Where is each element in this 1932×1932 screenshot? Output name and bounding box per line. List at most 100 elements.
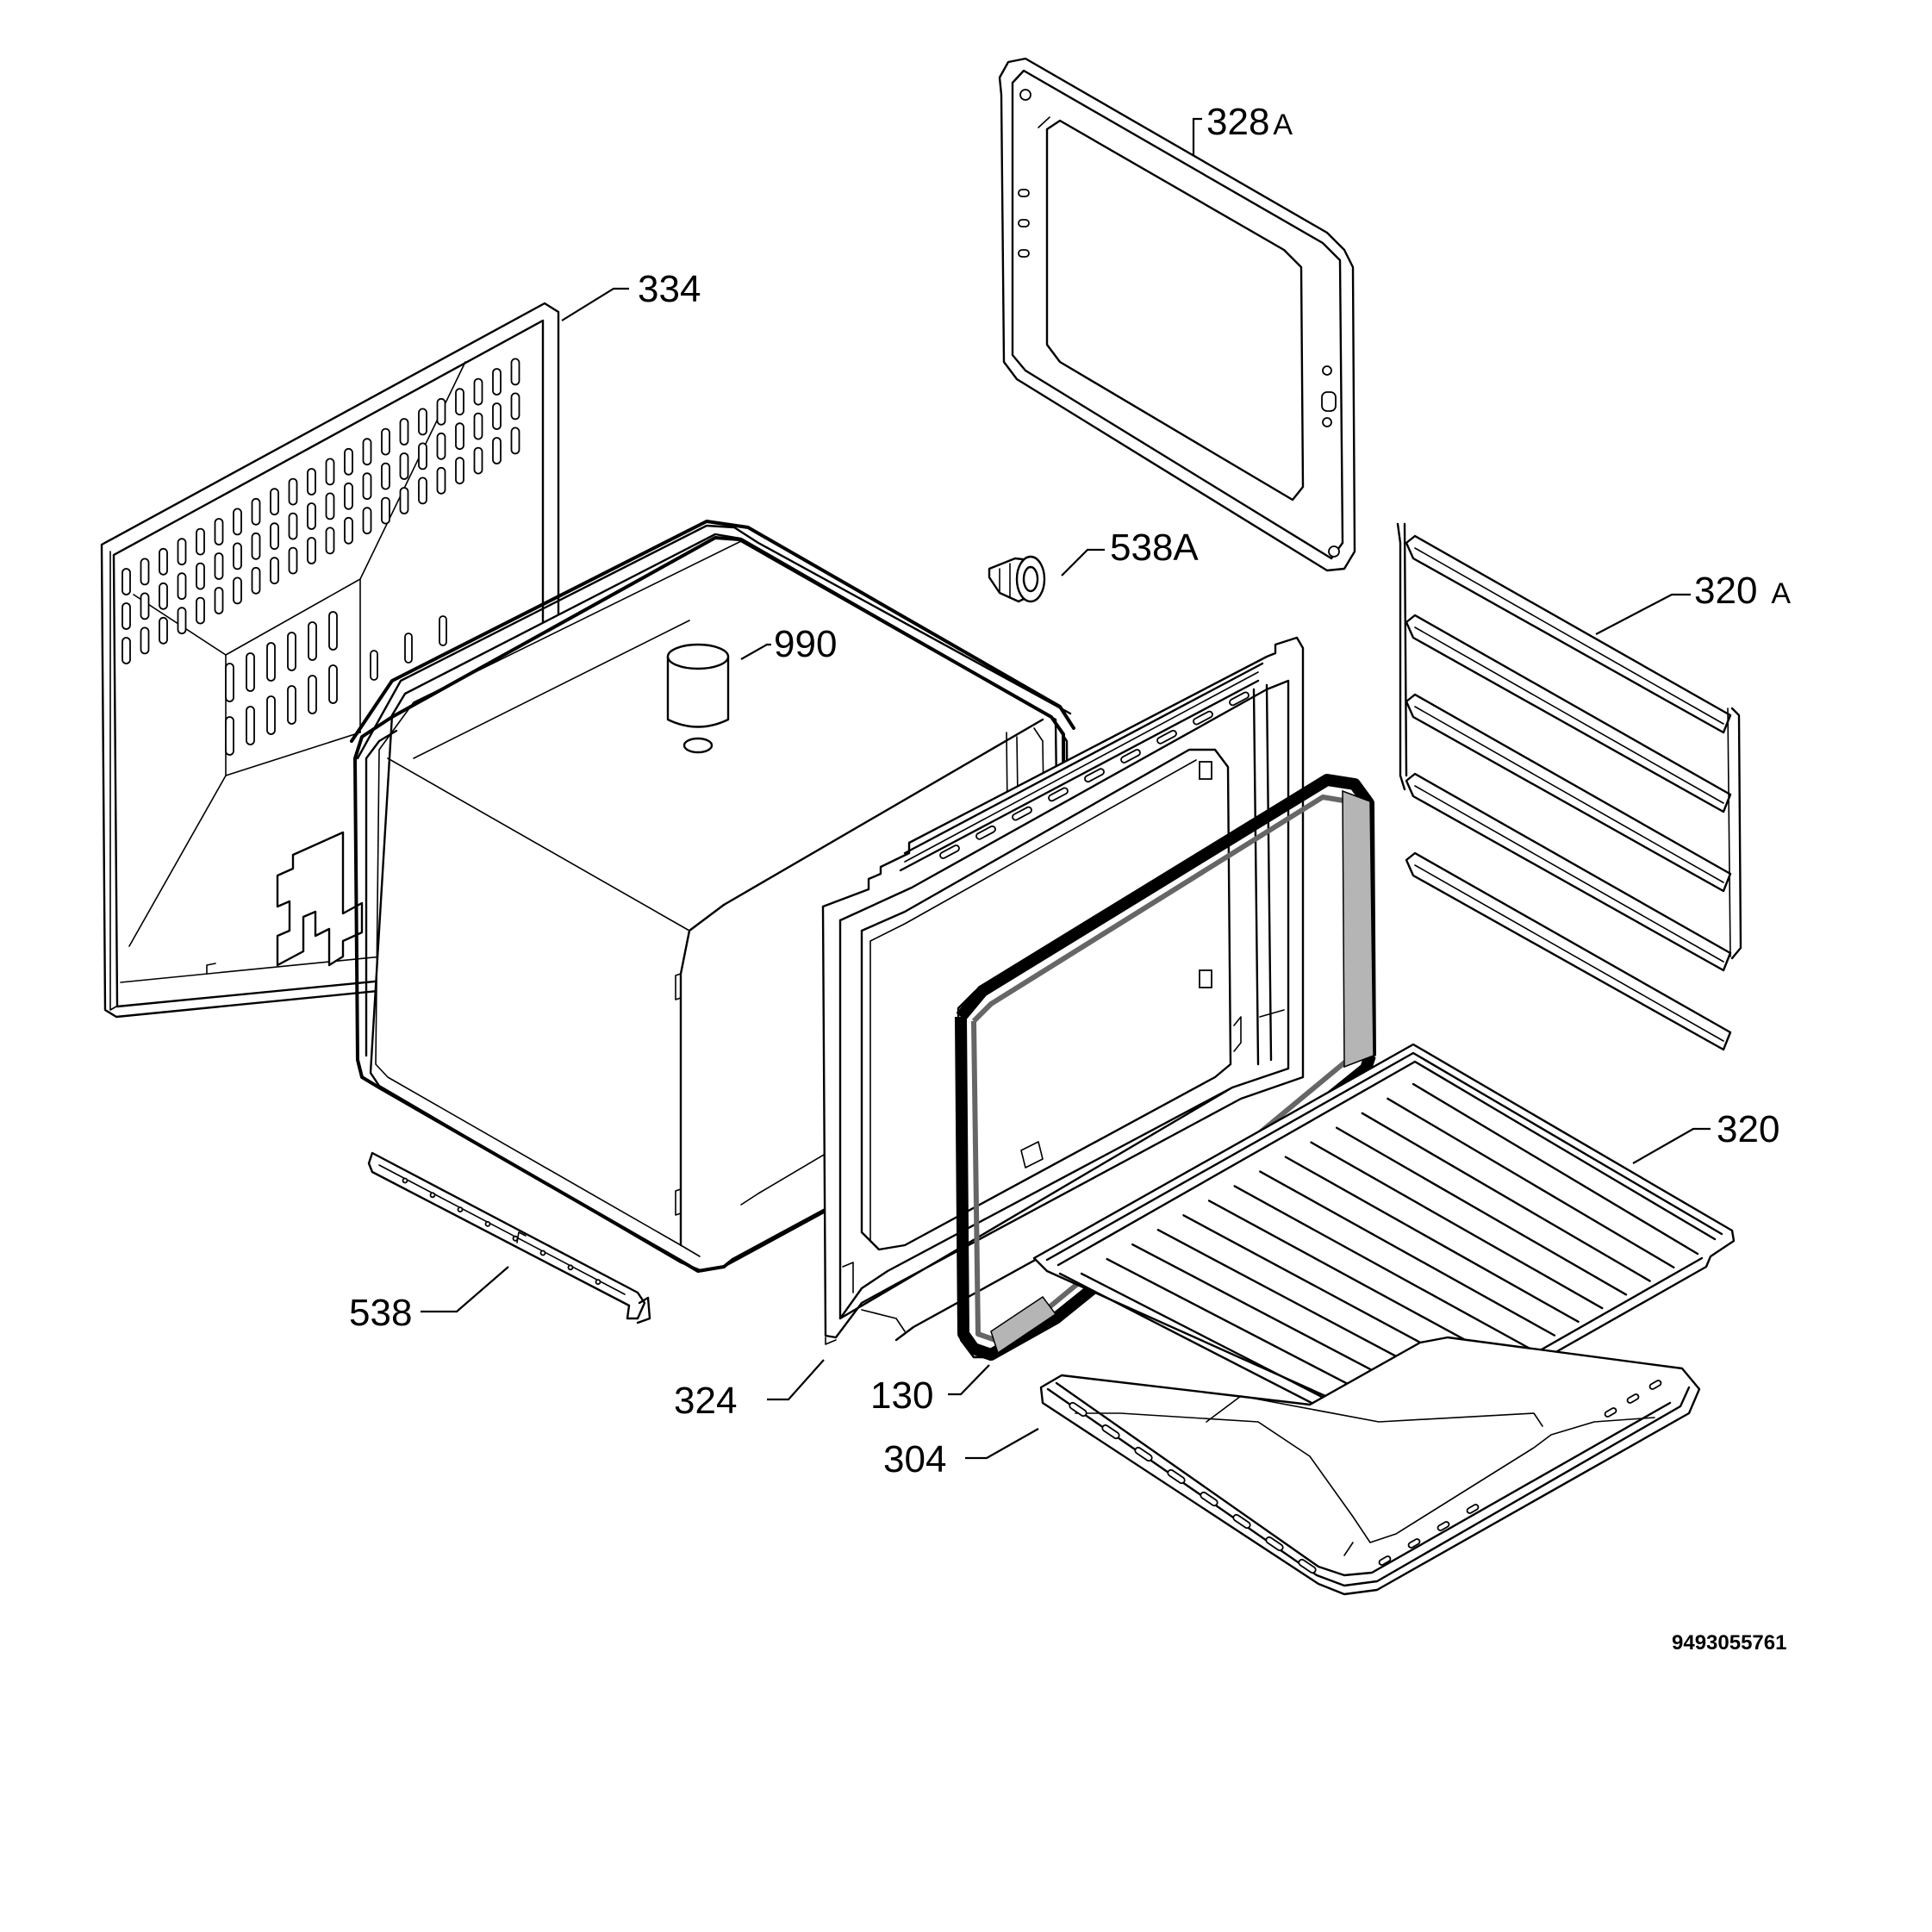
vent-slot: [196, 527, 205, 556]
door-gasket-part-130: [955, 774, 1376, 1361]
vent-slot: [225, 716, 234, 756]
vent-slot: [225, 663, 234, 702]
vent-slot: [439, 615, 447, 646]
strip-hole: [457, 1206, 464, 1212]
shelf-rod: [1284, 1156, 1580, 1324]
strip-hole: [512, 1235, 519, 1242]
vent-slot: [266, 642, 276, 682]
channel-slot: [1229, 691, 1250, 707]
vent-slot: [270, 557, 279, 585]
vent-slot: [418, 408, 427, 436]
front-frame-part-324: [821, 636, 1305, 1345]
vent-slot: [307, 468, 316, 495]
tray-hole: [1437, 1521, 1450, 1531]
strip-hole: [539, 1250, 546, 1256]
runner-rail: [1405, 693, 1732, 893]
runner-rail: [1405, 614, 1732, 813]
runner-rail-inner: [1414, 706, 1724, 883]
vent-slot: [510, 427, 520, 455]
vent-slot: [325, 492, 335, 520]
vent-slot: [159, 547, 168, 576]
shelf-rod: [1361, 1112, 1651, 1282]
vent-slot: [325, 527, 335, 555]
shelf-rod: [1207, 1200, 1508, 1364]
vent-slot: [287, 685, 296, 725]
vent-slot: [251, 532, 261, 560]
strip-hole: [567, 1264, 574, 1271]
vent-slot: [399, 418, 409, 446]
channel-slot: [1084, 768, 1105, 783]
vent-slot: [251, 566, 261, 595]
vent-slot: [455, 422, 464, 451]
tray-hole: [1167, 1468, 1186, 1485]
vent-slot: [270, 488, 279, 516]
tray-hole: [1200, 1491, 1218, 1507]
vent-slot: [233, 542, 242, 570]
channel-slot: [1120, 749, 1141, 763]
vent-slot: [308, 675, 317, 714]
vent-slot: [266, 695, 276, 735]
vent-slot: [362, 438, 372, 466]
vent-slot: [214, 518, 224, 545]
vent-slot: [308, 621, 317, 661]
vent-slot: [492, 402, 502, 430]
vent-slot: [159, 582, 168, 610]
vent-slot: [251, 497, 261, 526]
vent-slot: [399, 487, 409, 514]
vent-slot: [140, 626, 150, 655]
runner-rail: [1405, 534, 1732, 734]
vent-slot: [455, 457, 464, 485]
vent-slot: [362, 507, 372, 535]
tray-hole: [1466, 1504, 1480, 1514]
shelf-rod: [1412, 1082, 1699, 1256]
tray-hole: [1298, 1558, 1317, 1574]
vent-slot: [233, 576, 242, 605]
strip-hole: [402, 1177, 408, 1184]
clip-part-538A: [988, 555, 1046, 603]
vent-slot: [233, 508, 242, 536]
vent-slot: [510, 358, 520, 386]
vent-slot: [473, 446, 483, 475]
runner-rail-inner: [1414, 864, 1724, 1042]
vent-slot: [307, 537, 316, 564]
vent-slot: [370, 650, 378, 681]
vent-slot: [122, 602, 131, 630]
vent-slot: [288, 546, 298, 575]
runner-rail-inner: [1414, 547, 1724, 725]
tray-hole: [1604, 1407, 1617, 1418]
tray-hole: [1626, 1393, 1640, 1404]
vent-slot: [344, 447, 353, 476]
vent-slot: [287, 632, 296, 671]
strip-hole: [595, 1279, 601, 1285]
vent-slot: [246, 652, 255, 692]
vent-slot: [214, 587, 224, 614]
vent-slot: [473, 412, 483, 440]
label-part-130: 130: [870, 1374, 933, 1417]
label-part-320: 320: [1717, 1108, 1779, 1150]
vent-slot: [404, 633, 413, 664]
vent-slot: [140, 592, 150, 620]
channel-slot: [975, 825, 996, 840]
label-part-304: 304: [883, 1438, 946, 1480]
vent-slot: [246, 706, 255, 745]
mounting-bracket: [276, 831, 364, 967]
channel-slot: [939, 844, 960, 859]
leader-lines: [421, 117, 1711, 1460]
vent-slot: [455, 388, 464, 416]
vent-slot: [177, 538, 187, 566]
runner-rail: [1405, 851, 1732, 1051]
shelf-rod: [1310, 1141, 1604, 1310]
channel-slot: [1048, 787, 1069, 802]
vent-slot: [140, 558, 150, 586]
tray-hole: [1101, 1424, 1120, 1440]
vent-slot: [177, 607, 187, 635]
channel-slot: [1193, 710, 1213, 726]
shelf-rod: [1233, 1185, 1532, 1350]
strip-hole: [484, 1221, 491, 1227]
strip-hole: [429, 1192, 436, 1199]
vent-slot: [288, 477, 298, 506]
vent-slot: [270, 522, 279, 551]
vent-slot: [288, 512, 298, 540]
